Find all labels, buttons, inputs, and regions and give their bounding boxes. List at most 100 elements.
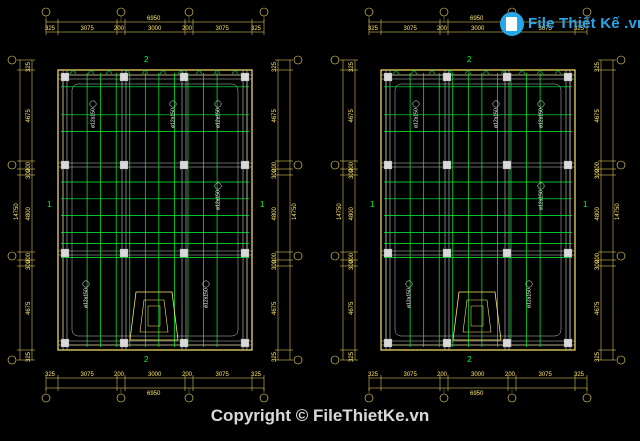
rebar-label: ø12a150 [414, 108, 420, 128]
rebar-label: ø12a150 [84, 288, 90, 308]
column [60, 338, 70, 348]
dim-left: 4800 [26, 206, 32, 220]
section-mark-left: 1 [370, 200, 375, 209]
dim-left: 200 [349, 161, 355, 172]
column [502, 72, 512, 82]
column [119, 160, 129, 170]
column [383, 160, 393, 170]
dim-bottom: 325 [574, 372, 585, 378]
dim-left: 325 [349, 351, 355, 362]
dim-overall-right: 14750 [292, 203, 298, 220]
dim-bottom: 325 [251, 372, 262, 378]
stair-detail-inner [139, 299, 169, 333]
slab-outline [71, 83, 239, 337]
rebar-label: ø12a150 [407, 288, 413, 308]
rebar-tag-circle [537, 182, 545, 190]
column [383, 338, 393, 348]
rebar-hook [231, 69, 239, 75]
dim-right: 200 [272, 161, 278, 172]
rebar-tag-circle [525, 280, 533, 288]
dim-right: 4675 [595, 108, 601, 122]
section-mark-bottom: 2 [467, 355, 472, 364]
dim-left: 4675 [26, 301, 32, 315]
dim-right: 325 [595, 61, 601, 72]
dim-top: 3075 [81, 26, 95, 32]
dim-right: 4675 [272, 301, 278, 315]
dim-left: 325 [349, 61, 355, 72]
section-mark-right: 1 [260, 200, 265, 209]
dim-overall-top: 6950 [147, 16, 161, 22]
rebar-label: ø12a150 [204, 288, 210, 308]
rebar-tag-circle [214, 100, 222, 108]
grid-bubble [616, 160, 626, 170]
section-mark-right: 1 [583, 200, 588, 209]
dim-top: 325 [45, 26, 56, 32]
dim-right: 200 [272, 252, 278, 263]
dim-overall-bottom: 6950 [147, 391, 161, 397]
dim-bottom: 3075 [539, 372, 553, 378]
rebar-label: ø12a150 [539, 108, 545, 128]
dim-right: 4675 [272, 108, 278, 122]
dim-left: 200 [26, 252, 32, 263]
column [502, 338, 512, 348]
rebar-hook [500, 69, 508, 75]
grid-bubble [7, 160, 17, 170]
grid-bubble [330, 355, 340, 365]
dim-left: 325 [26, 351, 32, 362]
dim-left: 300 [26, 168, 32, 179]
dim-right: 300 [272, 168, 278, 179]
section-mark-bottom: 2 [144, 355, 149, 364]
logo-icon [500, 12, 524, 36]
dim-top: 3000 [148, 26, 162, 32]
rebar-hook [105, 69, 113, 75]
column [179, 160, 189, 170]
dim-left: 200 [349, 252, 355, 263]
dim-top: 200 [437, 26, 448, 32]
rebar-hook [446, 69, 454, 75]
column [563, 338, 573, 348]
rebar-tag-circle [405, 280, 413, 288]
section-mark-left: 1 [47, 200, 52, 209]
grid-bubble [330, 160, 340, 170]
column [442, 248, 452, 258]
section-mark-top: 2 [144, 55, 149, 64]
dim-top: 3075 [216, 26, 230, 32]
column [442, 160, 452, 170]
rebar-label: ø12a150 [494, 108, 500, 128]
dim-left: 4675 [349, 301, 355, 315]
column [502, 248, 512, 258]
rebar-tag-circle [169, 100, 177, 108]
copyright-watermark: Copyright © FileThietKe.vn [210, 406, 430, 425]
column [119, 72, 129, 82]
rebar-tag-circle [89, 100, 97, 108]
dim-bottom: 325 [45, 372, 56, 378]
dim-bottom: 3000 [148, 372, 162, 378]
column [119, 248, 129, 258]
rebar-label: ø12a150 [171, 108, 177, 128]
rebar-label: ø12a150 [216, 190, 222, 210]
rebar-hook [141, 69, 149, 75]
dim-top: 3000 [471, 26, 485, 32]
grid-bubble [7, 355, 17, 365]
rebar-label: ø12a150 [539, 190, 545, 210]
stair-detail-inner [462, 299, 492, 333]
dim-top: 200 [182, 26, 193, 32]
dim-bottom: 3000 [471, 372, 485, 378]
column [179, 338, 189, 348]
rebar-hook [195, 69, 203, 75]
rebar-hook [177, 69, 185, 75]
stair-detail [452, 291, 502, 341]
rebar-hook [554, 69, 562, 75]
dim-overall-left: 14750 [14, 203, 20, 220]
grid-bubble [330, 55, 340, 65]
rebar-tag-circle [214, 182, 222, 190]
dim-right: 325 [595, 351, 601, 362]
column [442, 72, 452, 82]
rebar-tag-circle [82, 280, 90, 288]
rebar-hook [123, 69, 131, 75]
dim-bottom: 3075 [404, 372, 418, 378]
dim-overall-right: 14750 [615, 203, 621, 220]
dim-bottom: 200 [505, 372, 516, 378]
column [240, 160, 250, 170]
